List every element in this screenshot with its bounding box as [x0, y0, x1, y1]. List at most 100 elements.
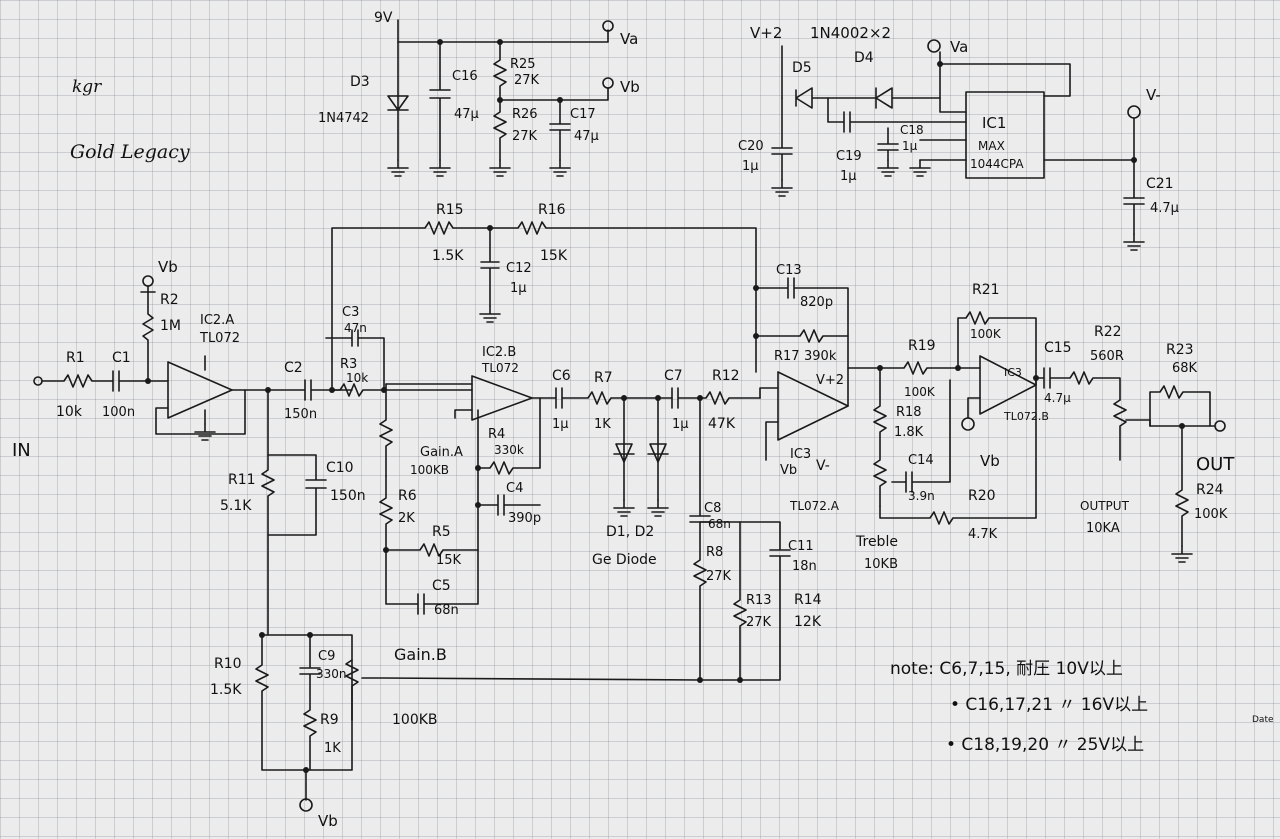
note-line-3: • C18,19,20 〃 25V以上	[946, 735, 1144, 755]
ic1-part1: MAX	[978, 139, 1005, 153]
vb-rail-label: Vb	[980, 452, 1000, 470]
r8-value: 27K	[706, 569, 732, 584]
c15-name: C15	[1044, 340, 1072, 356]
r26-name: R26	[512, 107, 538, 122]
r16-value: 15K	[540, 248, 568, 264]
note-line-1: note: C6,7,15, 耐圧 10V以上	[890, 659, 1123, 679]
c18-value: 1μ	[902, 139, 918, 153]
c14-name: C14	[908, 453, 934, 468]
c9-name: C9	[318, 649, 335, 664]
r24-name: R24	[1196, 482, 1224, 498]
d3-name: D3	[350, 74, 370, 90]
c7-value: 1μ	[672, 417, 689, 432]
r19-name: R19	[908, 338, 936, 354]
r23-name: R23	[1166, 342, 1194, 358]
note-line-2: • C16,17,21 〃 16V以上	[950, 695, 1148, 715]
r7-value: 1K	[594, 417, 611, 432]
va-rail-label: Va	[950, 38, 968, 56]
gain-b-name: Gain.B	[394, 645, 447, 664]
r9-name: R9	[320, 712, 339, 728]
r22-name: R22	[1094, 324, 1122, 340]
d1-d2-name: D1, D2	[606, 524, 654, 540]
c1-name: C1	[112, 350, 131, 366]
c10-name: C10	[326, 460, 354, 476]
c8-value: 68n	[708, 517, 731, 531]
r17-name: R17	[774, 349, 800, 364]
r16-name: R16	[538, 202, 566, 218]
r25-value: 27K	[514, 73, 540, 88]
c13-name: C13	[776, 263, 802, 278]
c10-value: 150n	[330, 488, 366, 504]
c12-value: 1μ	[510, 281, 527, 296]
c5-value: 68n	[434, 603, 459, 618]
ic3b-name: IC3	[1004, 366, 1022, 379]
vb-rail-label: Vb	[158, 258, 178, 276]
r26-value: 27K	[512, 129, 538, 144]
treble-name: Treble	[855, 534, 898, 550]
v-plus2-label: V+2	[816, 373, 844, 388]
r5-name: R5	[432, 524, 451, 540]
c18-name: C18	[900, 123, 924, 137]
c3-value: 47n	[344, 321, 367, 335]
r20-value: 4.7K	[968, 527, 998, 542]
c11-name: C11	[788, 539, 814, 554]
c9-value: 330n	[316, 667, 347, 681]
r2-name: R2	[160, 292, 179, 308]
r9-value: 1K	[324, 741, 341, 756]
c6-value: 1μ	[552, 417, 569, 432]
vb-rail-label: Vb	[620, 78, 640, 96]
r12-name: R12	[712, 368, 740, 384]
ic2a-part: TL072	[199, 331, 240, 346]
r18-value: 1.8K	[894, 425, 924, 440]
r23-value: 68K	[1172, 361, 1198, 376]
c19-value: 1μ	[840, 169, 857, 184]
v-minus-label: V-	[1146, 86, 1161, 104]
va-rail-label: Va	[620, 30, 638, 48]
c4-value: 390p	[508, 511, 541, 526]
c16-name: C16	[452, 69, 478, 84]
c3-name: C3	[342, 305, 359, 320]
c7-name: C7	[664, 368, 683, 384]
v-plus2-label: V+2	[750, 24, 782, 42]
c11-value: 18n	[792, 559, 817, 574]
junction-dots	[145, 39, 1185, 773]
schematic-wires	[33, 19, 1226, 812]
r18-name: R18	[896, 405, 922, 420]
output-pot-value: 10KA	[1086, 521, 1120, 536]
c2-value: 150n	[284, 407, 317, 422]
c5-name: C5	[432, 578, 451, 594]
d4-name: D4	[854, 50, 874, 66]
r24-value: 100K	[1194, 507, 1228, 522]
gain-b-value: 100KB	[392, 712, 438, 728]
ic3b-part: TL072.B	[1003, 410, 1049, 423]
r15-value: 1.5K	[432, 248, 464, 264]
gain-a-value: 100KB	[410, 463, 449, 477]
c21-value: 4.7μ	[1150, 201, 1179, 216]
r21-name: R21	[972, 282, 1000, 298]
r15-name: R15	[436, 202, 464, 218]
d1-d2-value: Ge Diode	[592, 552, 657, 568]
sheet-title: Gold Legacy	[70, 141, 190, 163]
c12-name: C12	[506, 261, 532, 276]
r11-name: R11	[228, 472, 256, 488]
c16-value: 47μ	[454, 107, 479, 122]
r10-value: 1.5K	[210, 682, 242, 698]
r2-value: 1M	[160, 318, 181, 334]
r14-value: 12K	[794, 614, 822, 630]
ic2b-name: IC2.B	[482, 345, 516, 360]
ic2b-part: TL072	[481, 361, 519, 375]
r13-name: R13	[746, 593, 772, 608]
r6-value: 2K	[398, 511, 415, 526]
r19-value: 100K	[904, 385, 936, 399]
ic1-part2: 1044CPA	[970, 157, 1024, 171]
ic3a-part: TL072.A	[789, 499, 840, 513]
r13-value: 27K	[746, 615, 772, 630]
c15-value: 4.7μ	[1044, 391, 1071, 405]
r1-value: 10k	[56, 404, 83, 420]
vb-rail-label: Vb	[318, 812, 338, 830]
corner-label: kgr	[72, 77, 102, 97]
r22-value: 560R	[1090, 349, 1124, 364]
r3-value: 10k	[346, 371, 368, 385]
